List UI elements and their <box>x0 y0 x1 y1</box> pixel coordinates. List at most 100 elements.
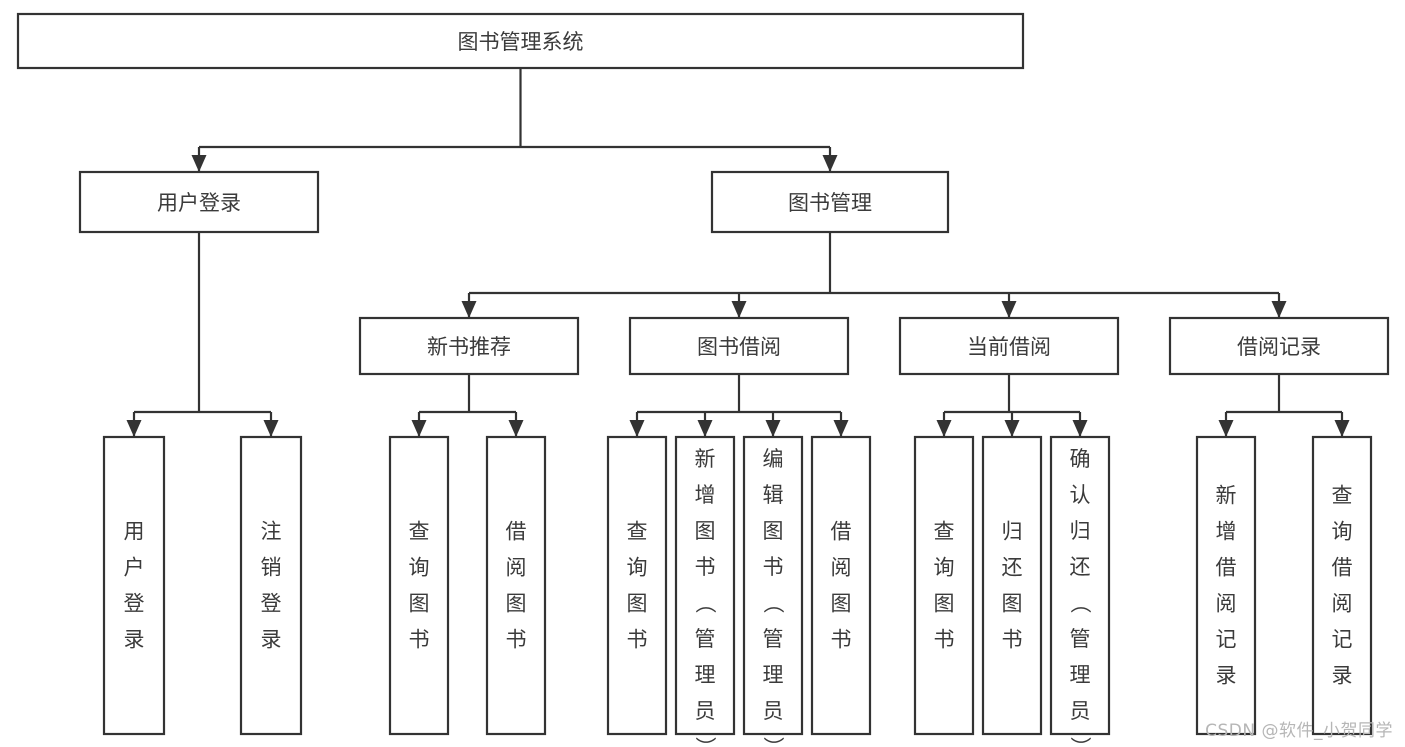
svg-text:还: 还 <box>1070 555 1091 579</box>
node-box <box>674 435 736 736</box>
svg-text:查: 查 <box>934 520 955 544</box>
svg-text:书: 书 <box>627 628 648 652</box>
svg-text:阅: 阅 <box>1216 592 1237 616</box>
svg-text:录: 录 <box>1216 664 1237 688</box>
node-leaf-user-login[interactable]: 用户登录 <box>102 435 166 736</box>
node-book-borrow[interactable]: 图书借阅 <box>628 316 850 376</box>
node-label: 新书推荐 <box>427 335 511 359</box>
svg-text:注: 注 <box>261 520 282 544</box>
arrow-head-icon <box>1334 420 1350 437</box>
arrow-head-icon <box>1072 420 1088 437</box>
svg-text:（: （ <box>693 593 717 614</box>
node-box <box>606 435 668 736</box>
svg-text:辑: 辑 <box>763 483 784 507</box>
svg-text:确: 确 <box>1070 447 1091 471</box>
svg-text:借: 借 <box>831 520 852 544</box>
svg-text:图: 图 <box>627 592 648 616</box>
svg-text:查: 查 <box>409 520 430 544</box>
node-label: 图书管理系统 <box>458 30 584 54</box>
svg-text:）: ） <box>693 737 717 747</box>
edge-group-user-login <box>126 232 279 437</box>
node-root[interactable]: 图书管理系统 <box>16 12 1025 70</box>
svg-text:录: 录 <box>124 628 145 652</box>
arrow-head-icon <box>731 301 747 318</box>
arrow-head-icon <box>411 420 427 437</box>
svg-text:登: 登 <box>261 592 282 616</box>
svg-text:归: 归 <box>1070 519 1091 543</box>
svg-text:查: 查 <box>1332 484 1353 508</box>
svg-text:阅: 阅 <box>506 556 527 580</box>
node-box <box>1049 435 1111 736</box>
arrow-head-icon <box>508 420 524 437</box>
svg-text:新: 新 <box>695 447 716 471</box>
svg-text:记: 记 <box>1216 628 1237 652</box>
node-label: 用户登录 <box>157 191 241 215</box>
svg-text:查: 查 <box>627 520 648 544</box>
edge-group-current-borrow <box>936 374 1088 437</box>
svg-text:书: 书 <box>506 628 527 652</box>
node-box <box>710 170 950 234</box>
node-book-manage[interactable]: 图书管理 <box>710 170 950 234</box>
node-box <box>485 435 547 736</box>
svg-text:归: 归 <box>1002 520 1023 544</box>
node-current-borrow[interactable]: 当前借阅 <box>898 316 1120 376</box>
svg-text:录: 录 <box>261 628 282 652</box>
arrow-head-icon <box>697 420 713 437</box>
svg-text:借: 借 <box>1216 556 1237 580</box>
svg-text:询: 询 <box>1332 520 1353 544</box>
svg-text:阅: 阅 <box>831 556 852 580</box>
node-user-login[interactable]: 用户登录 <box>78 170 320 234</box>
edge-group-book-borrow <box>629 374 849 437</box>
arrow-head-icon <box>263 420 279 437</box>
arrow-head-icon <box>126 420 142 437</box>
arrow-head-icon <box>833 420 849 437</box>
svg-text:图: 图 <box>831 592 852 616</box>
node-label: 图书借阅 <box>697 335 781 359</box>
svg-text:图: 图 <box>506 592 527 616</box>
svg-text:理: 理 <box>1070 663 1091 687</box>
svg-text:管: 管 <box>1070 627 1091 651</box>
edge-group-borrow-record <box>1218 374 1350 437</box>
node-borrow-record[interactable]: 借阅记录 <box>1168 316 1390 376</box>
node-box <box>388 435 450 736</box>
svg-text:销: 销 <box>261 556 282 580</box>
edge-group-root <box>191 68 838 172</box>
node-box <box>78 170 320 234</box>
node-box <box>1311 435 1373 736</box>
arrow-head-icon <box>936 420 952 437</box>
svg-text:书: 书 <box>831 628 852 652</box>
svg-text:询: 询 <box>409 556 430 580</box>
svg-text:还: 还 <box>1002 556 1023 580</box>
node-label: 图书管理 <box>788 191 872 215</box>
arrow-head-icon <box>461 301 477 318</box>
node-new-book-recommend[interactable]: 新书推荐 <box>358 316 580 376</box>
svg-text:图: 图 <box>695 519 716 543</box>
svg-text:阅: 阅 <box>1332 592 1353 616</box>
arrow-head-icon <box>1218 420 1234 437</box>
node-box <box>102 435 166 736</box>
svg-text:借: 借 <box>1332 556 1353 580</box>
svg-text:书: 书 <box>409 628 430 652</box>
